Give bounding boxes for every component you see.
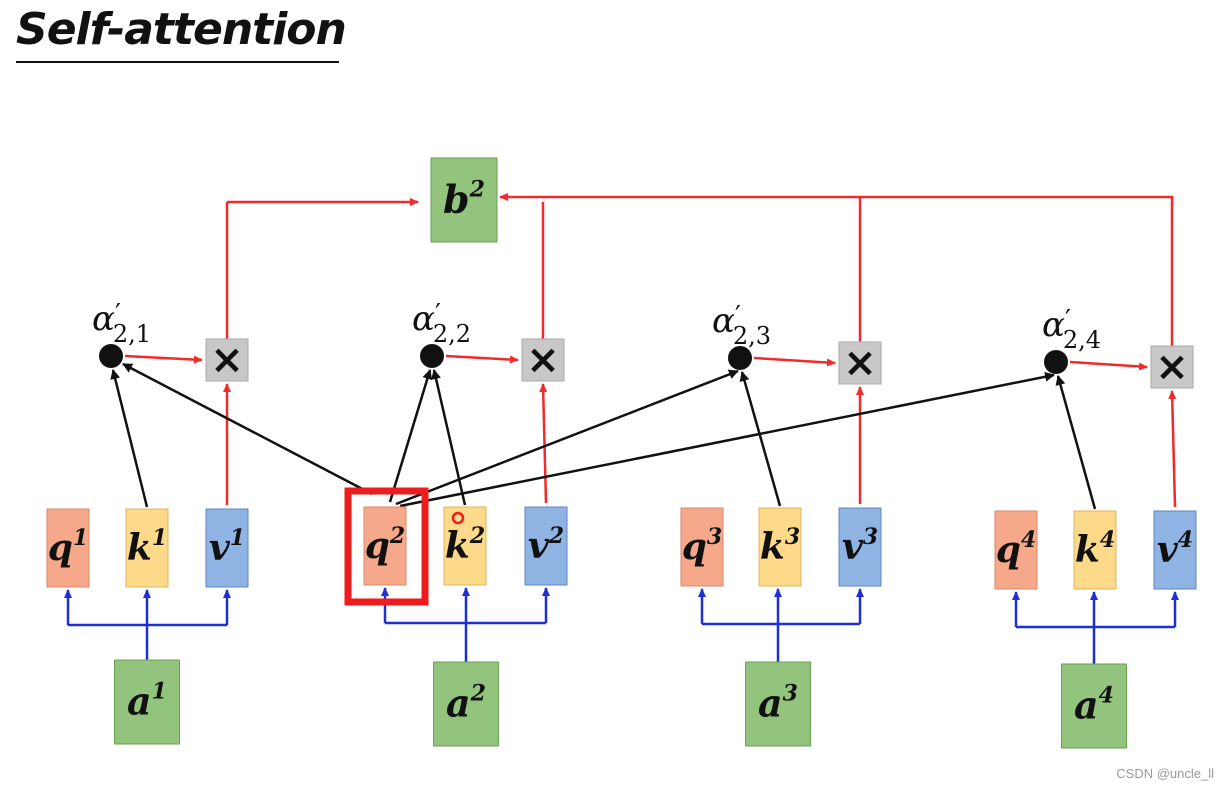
black-arrow-q2-to-alpha2 — [388, 369, 433, 503]
v1-box — [205, 508, 249, 588]
black-arrow-q2-to-alpha1 — [122, 362, 373, 496]
alpha4-label: α′2,4 — [1042, 305, 1101, 354]
q3-box — [680, 507, 724, 587]
black-arrow-k3-to-dot — [739, 371, 782, 507]
alpha3-label: α′2,3 — [712, 301, 771, 350]
multiply4-box — [1150, 345, 1194, 389]
alpha1-dot — [99, 344, 123, 368]
q2-box — [363, 506, 407, 586]
v4-box-label: v4 — [1157, 527, 1193, 571]
a3-box-label: a3 — [758, 681, 798, 726]
multiply3-icon: × — [843, 340, 877, 386]
black-arrow-k2-to-dot — [431, 369, 467, 506]
multiply1-box — [205, 338, 249, 382]
multiply1-icon: × — [210, 337, 244, 383]
multiply2-icon: × — [526, 337, 560, 383]
v3-box-label: v3 — [842, 524, 878, 568]
page-title: Self-attention — [16, 4, 347, 55]
multiply4-icon: × — [1155, 344, 1189, 390]
q4-box — [994, 510, 1038, 590]
red-arrow-alpha3-to-mult — [753, 356, 836, 367]
alpha3-dot — [728, 346, 752, 370]
a4-box-label: a4 — [1074, 683, 1114, 728]
a1-box — [114, 659, 180, 745]
alpha1-label: α′2,1 — [92, 299, 151, 348]
alpha4-dot — [1044, 350, 1068, 374]
black-arrow-k1-to-dot — [110, 369, 149, 508]
k1-box-label: k1 — [127, 525, 167, 569]
red-arrow-to-output-right — [499, 193, 1174, 346]
a3-box — [745, 661, 811, 747]
k1-box — [125, 508, 169, 588]
title-underline — [16, 61, 339, 63]
q3-box-label: q3 — [682, 524, 722, 568]
multiply3-box — [838, 341, 882, 385]
v1-box-label: v1 — [209, 525, 245, 569]
cursor-marker — [451, 511, 465, 525]
a1-box-label: a1 — [127, 679, 167, 724]
k3-box — [758, 507, 802, 587]
a4-box — [1061, 663, 1127, 749]
v3-box — [838, 507, 882, 587]
output-b2-box-label: b2 — [443, 177, 485, 222]
alpha2-label: α′2,2 — [412, 299, 471, 348]
watermark-text: CSDN @uncle_ll — [1116, 766, 1214, 781]
q2-box-label: q2 — [365, 523, 405, 567]
red-arrow-alpha1-to-mult — [124, 354, 203, 364]
v2-box-label: v2 — [528, 523, 564, 567]
q4-box-label: q4 — [996, 527, 1036, 571]
k2-box-label: k2 — [445, 523, 485, 567]
q2-highlight-frame — [344, 487, 429, 606]
v4-box — [1153, 510, 1197, 590]
v2-box — [524, 506, 568, 586]
k4-box-label: k4 — [1075, 527, 1115, 571]
black-arrow-k4-to-dot — [1055, 375, 1097, 510]
black-arrow-q2-to-alpha4 — [399, 371, 1055, 508]
k2-box — [443, 506, 487, 586]
black-arrow-q2-to-alpha3 — [395, 369, 739, 506]
red-arrow-v4-to-mult — [1168, 390, 1177, 508]
red-arrow-v2-to-mult — [539, 383, 548, 504]
k4-box — [1073, 510, 1117, 590]
multiply2-box — [521, 338, 565, 382]
red-arrow-alpha4-to-mult — [1069, 360, 1148, 371]
a2-box-label: a2 — [446, 681, 486, 726]
q1-box-label: q1 — [48, 525, 88, 569]
output-b2-box — [430, 157, 498, 243]
q1-box — [46, 508, 90, 588]
k3-box-label: k3 — [760, 524, 800, 568]
a2-box — [433, 661, 499, 747]
alpha2-dot — [420, 344, 444, 368]
red-arrow-alpha2-to-mult — [445, 354, 519, 364]
